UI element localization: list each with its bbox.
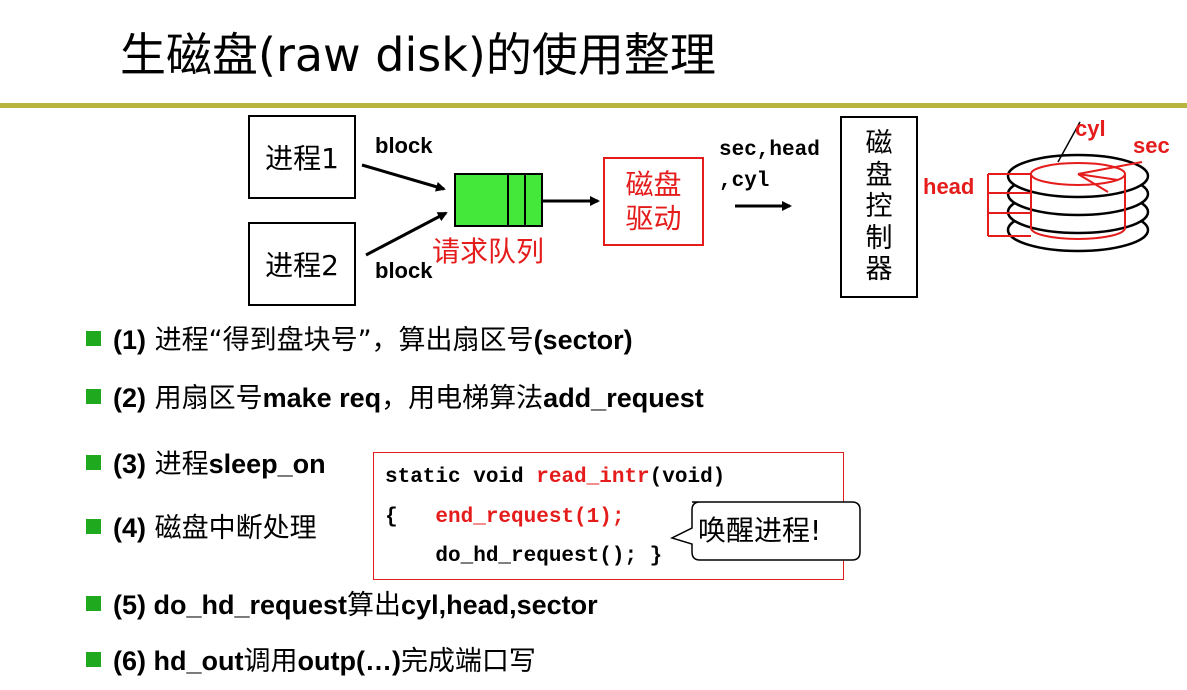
request-queue — [454, 173, 543, 227]
disk-platters-icon — [987, 121, 1150, 253]
code-token: (void) — [649, 466, 726, 489]
bullet-text: 调用 — [243, 646, 298, 677]
callout-bubble — [669, 501, 861, 561]
bullet-text: 磁盘中断处理 — [146, 513, 317, 544]
controller-char: 磁 — [865, 128, 893, 160]
bullet-text-bold: sleep_on — [208, 449, 326, 479]
bullet-text: 完成端口写 — [400, 646, 536, 677]
bullet-text-bold: hd_out — [146, 646, 244, 676]
bullet-item-6: (6) hd_out调用outp(…)完成端口写 — [86, 645, 536, 678]
block-label-top: block — [375, 133, 433, 158]
bullet-number: (4) — [113, 513, 146, 543]
bullet-marker — [86, 596, 101, 611]
code-line-1: static void read_intr(void) — [385, 466, 725, 489]
bullet-marker — [86, 331, 101, 346]
bullet-number: (2) — [113, 383, 146, 413]
arrow-process2-to-queue — [365, 211, 448, 257]
bullet-number: (3) — [113, 449, 146, 479]
process-2-box: 进程2 — [248, 222, 356, 306]
code-token-highlight: end_request(1); — [435, 506, 625, 529]
bullet-text-bold: make req — [262, 383, 382, 413]
bullet-item-3: (3) 进程sleep_on — [86, 448, 326, 481]
bullet-text: 进程 — [146, 449, 209, 480]
bullet-number: (5) — [113, 590, 146, 620]
params-line1: sec,head — [719, 139, 820, 162]
disk-cyl-label: cyl — [1075, 116, 1106, 141]
bullet-marker — [86, 519, 101, 534]
code-line-2: { end_request(1); — [385, 506, 624, 529]
controller-char: 器 — [865, 254, 893, 286]
callout-text: 唤醒进程! — [698, 514, 822, 547]
disk-driver-line1: 磁盘 — [625, 167, 682, 201]
bullet-text: 进程“得到盘块号”，算出扇区号 — [146, 325, 534, 356]
bullet-marker — [86, 455, 101, 470]
disk-driver-line2: 驱动 — [625, 201, 682, 235]
bullet-text-bold: (sector) — [533, 325, 633, 355]
code-token: static void — [385, 466, 537, 489]
disk-head-label: head — [923, 174, 975, 199]
disk-controller-box: 磁 盘 控 制 器 — [840, 116, 918, 298]
bullet-text-bold: outp(…) — [297, 646, 401, 676]
bullet-marker — [86, 652, 101, 667]
bullet-text-bold: add_request — [543, 383, 704, 413]
process-1-box: 进程1 — [248, 115, 356, 199]
request-queue-label: 请求队列 — [432, 235, 545, 268]
bullet-item-5: (5) do_hd_request算出cyl,head,sector — [86, 589, 598, 622]
bullet-item-1: (1) 进程“得到盘块号”，算出扇区号(sector) — [86, 324, 633, 357]
code-token: { — [385, 506, 436, 529]
bullet-item-4: (4) 磁盘中断处理 — [86, 512, 317, 545]
controller-char: 控 — [865, 191, 893, 223]
bullet-number: (1) — [113, 325, 146, 355]
code-token-highlight: read_intr — [536, 466, 650, 489]
disk-driver-box: 磁盘 驱动 — [603, 157, 704, 246]
bullet-text: 算出 — [347, 590, 402, 621]
bullet-text-bold: cyl,head,sector — [401, 590, 598, 620]
controller-char: 盘 — [865, 159, 893, 191]
slide-title: 生磁盘(raw disk)的使用整理 — [120, 28, 716, 82]
bullet-text: 用扇区号 — [146, 383, 263, 414]
block-label-bottom: block — [375, 258, 433, 283]
title-divider — [0, 103, 1187, 108]
bullet-item-2: (2) 用扇区号make req，用电梯算法add_request — [86, 382, 704, 415]
bullet-number: (6) — [113, 646, 146, 676]
params-line2: ,cyl — [719, 170, 770, 193]
process-2-label: 进程2 — [265, 249, 339, 282]
bullet-text-bold: do_hd_request — [146, 590, 348, 620]
controller-char: 制 — [865, 222, 893, 254]
code-line-3: do_hd_request(); } — [385, 545, 663, 568]
disk-sec-label: sec — [1133, 133, 1170, 158]
bullet-text: ，用电梯算法 — [381, 383, 544, 414]
bullet-marker — [86, 389, 101, 404]
arrow-process1-to-queue — [361, 163, 446, 192]
process-1-label: 进程1 — [265, 142, 339, 175]
